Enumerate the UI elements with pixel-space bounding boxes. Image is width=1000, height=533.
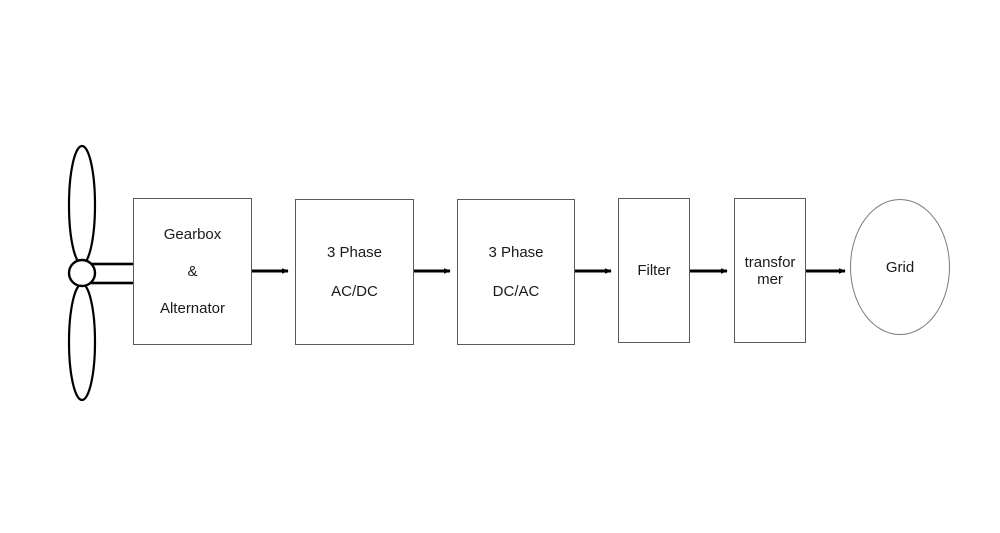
block-gearbox-alternator[interactable]: Gearbox & Alternator	[133, 198, 252, 345]
turbine-lower-blade-icon	[67, 282, 97, 402]
block-dcac-line-2: DC/AC	[492, 283, 540, 300]
node-grid[interactable]: Grid	[850, 199, 950, 335]
node-grid-label: Grid	[885, 258, 915, 276]
block-gearbox-line-1: Gearbox	[163, 226, 222, 243]
block-acdc-line-2: AC/DC	[331, 283, 378, 300]
block-transformer[interactable]: transfor mer	[734, 198, 806, 343]
turbine-upper-blade-icon	[67, 144, 97, 266]
block-filter[interactable]: Filter	[618, 198, 690, 343]
block-transformer-line-2: mer	[757, 270, 783, 288]
block-gearbox-line-2: &	[187, 263, 198, 280]
block-acdc-line-1: 3 Phase	[326, 244, 383, 261]
block-ac-dc-converter[interactable]: 3 Phase AC/DC	[295, 199, 414, 345]
block-transformer-line-1: transfor	[744, 253, 796, 271]
block-filter-line-1: Filter	[637, 262, 671, 279]
turbine-hub-icon	[67, 258, 97, 288]
block-dc-ac-inverter[interactable]: 3 Phase DC/AC	[457, 199, 575, 345]
block-gearbox-line-3: Alternator	[159, 300, 226, 317]
block-dcac-line-1: 3 Phase	[488, 244, 544, 261]
